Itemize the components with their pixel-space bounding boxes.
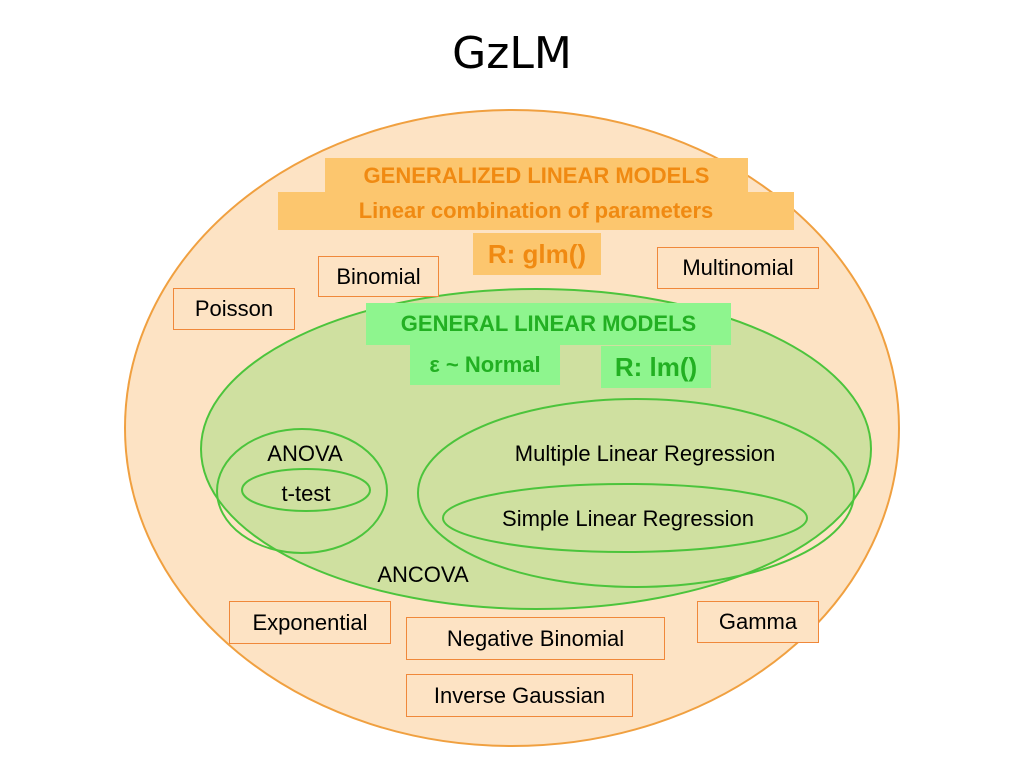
generalized-subheading: Linear combination of parameters: [278, 192, 794, 230]
mlr-ellipse: [417, 398, 855, 588]
lm-function-label: R: lm(): [601, 346, 711, 388]
ttest-ellipse: [241, 468, 371, 512]
general-heading: GENERAL LINEAR MODELS: [366, 303, 731, 345]
slr-label: Simple Linear Regression: [502, 506, 754, 531]
ttest-label: t-test: [281, 481, 331, 506]
anova-label: ANOVA: [267, 441, 343, 466]
inverse-gaussian-box: Inverse Gaussian: [406, 674, 633, 717]
glm-function-label: R: glm(): [473, 233, 601, 275]
anova-ellipse: [216, 428, 388, 554]
gamma-box: Gamma: [697, 601, 819, 643]
ancova-label: ANCOVA: [377, 562, 469, 587]
mlr-label: Multiple Linear Regression: [514, 441, 776, 466]
normal-error-label: ε ~ Normal: [410, 345, 560, 385]
multinomial-box: Multinomial: [657, 247, 819, 289]
binomial-box: Binomial: [318, 256, 439, 297]
slr-ellipse: [442, 483, 808, 553]
poisson-box: Poisson: [173, 288, 295, 330]
exponential-box: Exponential: [229, 601, 391, 644]
negative-binomial-box: Negative Binomial: [406, 617, 665, 660]
page-title: GzLM: [452, 28, 572, 79]
generalized-heading: GENERALIZED LINEAR MODELS: [325, 158, 748, 194]
